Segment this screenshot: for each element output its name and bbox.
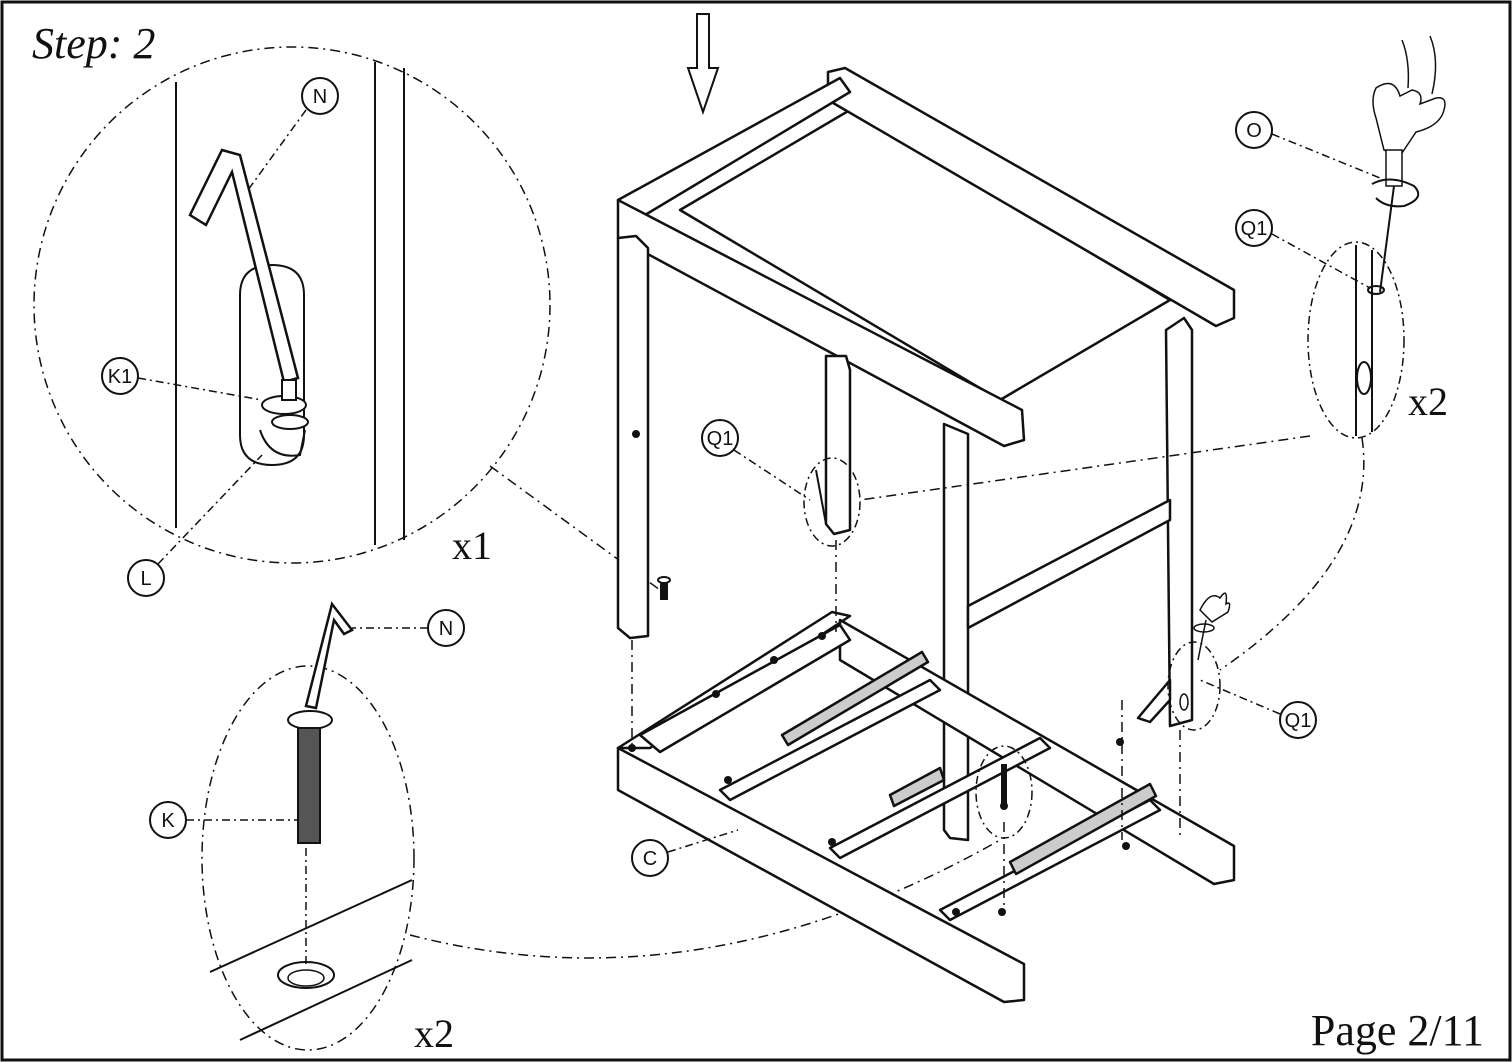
svg-text:Q1: Q1 xyxy=(1241,218,1268,240)
allen-key-icon xyxy=(304,601,354,710)
detail-ellipse-bolt-front xyxy=(975,745,1033,839)
screw-holes xyxy=(628,430,1130,916)
svg-text:N: N xyxy=(313,86,327,108)
alignment-lines xyxy=(631,540,1181,908)
callout-C: C xyxy=(631,829,739,877)
leader-right-bottom xyxy=(1219,437,1365,671)
furniture-base-frame xyxy=(616,610,1236,1004)
bolt-detail-front-left xyxy=(657,576,671,600)
rotation-arrow-icon xyxy=(1371,178,1420,208)
callout-O: O xyxy=(1235,111,1381,179)
callout-L: L xyxy=(127,454,263,597)
hand-icon xyxy=(1193,592,1231,661)
leader-right-middle xyxy=(859,435,1311,501)
leader-bottom-left xyxy=(409,839,1001,959)
svg-text:N: N xyxy=(439,618,453,640)
callout-K1: K1 xyxy=(101,357,263,401)
quantity-label-top-left: x1 xyxy=(452,523,492,568)
quantity-label-bottom-left: x2 xyxy=(414,1011,454,1056)
page-number: Page 2/11 xyxy=(1310,1006,1484,1055)
detail-circle-top-left xyxy=(33,46,551,564)
step-title: Step: 2 xyxy=(32,19,156,68)
callout-N-bottom: N xyxy=(352,609,465,647)
callout-Q1-middle: Q1 xyxy=(701,419,811,501)
svg-text:L: L xyxy=(140,568,151,590)
screwdriver-icon xyxy=(1372,35,1446,293)
furniture-top-frame xyxy=(616,66,1236,842)
callout-Q1-bottom: Q1 xyxy=(1199,679,1317,739)
down-arrow-icon xyxy=(686,13,720,116)
quantity-label-right: x2 xyxy=(1408,379,1448,424)
callout-Q1-top: Q1 xyxy=(1235,209,1371,289)
svg-text:O: O xyxy=(1246,120,1262,142)
callout-N-top: N xyxy=(247,77,339,191)
svg-text:C: C xyxy=(643,848,657,870)
svg-text:K1: K1 xyxy=(108,366,132,388)
svg-text:Q1: Q1 xyxy=(1285,710,1312,732)
detail-ellipse-bottom-left xyxy=(201,601,415,1051)
callout-K: K xyxy=(149,801,298,839)
detail-ellipse-q1-middle xyxy=(803,457,861,547)
svg-text:Q1: Q1 xyxy=(707,428,734,450)
svg-text:K: K xyxy=(161,810,175,832)
detail-ellipse-right xyxy=(1307,241,1405,439)
detail-ellipse-q1-bottom-right xyxy=(1167,641,1221,731)
